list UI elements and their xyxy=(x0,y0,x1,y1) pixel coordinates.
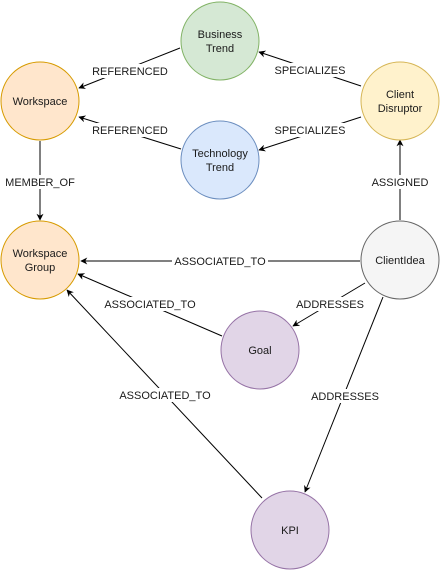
node-kpi-label: KPI xyxy=(281,525,299,537)
node-workspace[interactable]: Workspace xyxy=(0,61,80,141)
edge-label-addresses: ADDRESSES xyxy=(296,299,364,311)
node-workspace-group-label-1: Workspace xyxy=(13,248,68,260)
node-business-trend-label-2: Trend xyxy=(206,43,234,55)
node-workspace-label: Workspace xyxy=(13,96,68,108)
node-goal-shape xyxy=(220,310,300,390)
edge-label-associated-to: ASSOCIATED_TO xyxy=(104,299,196,311)
edge-idea-to-goal: ADDRESSES xyxy=(292,282,368,327)
node-client-idea-shape xyxy=(360,220,440,300)
edge-disruptor-to-business: SPECIALIZES xyxy=(258,50,362,87)
edge-disruptor-to-technology: SPECIALIZES xyxy=(258,116,362,152)
edge-idea-to-group: ASSOCIATED_TO xyxy=(80,254,360,268)
node-goal-label: Goal xyxy=(248,345,271,357)
edge-business-to-workspace: REFERENCED xyxy=(78,47,181,89)
edge-label-associated-to: ASSOCIATED_TO xyxy=(119,390,211,402)
node-client-disruptor-shape xyxy=(360,61,440,141)
node-kpi[interactable]: KPI xyxy=(250,490,330,570)
node-workspace-group[interactable]: Workspace Group xyxy=(0,220,80,300)
edge-kpi-to-group: ASSOCIATED_TO xyxy=(66,289,263,499)
node-client-disruptor[interactable]: Client Disruptor xyxy=(360,61,440,141)
node-technology-trend-label-1: Technology xyxy=(192,148,248,160)
edge-workspace-to-group: MEMBER_OF xyxy=(2,141,78,221)
edge-label-assigned: ASSIGNED xyxy=(372,177,429,189)
edge-label-specializes: SPECIALIZES xyxy=(275,125,346,137)
edge-goal-to-group: ASSOCIATED_TO xyxy=(77,273,223,337)
node-workspace-group-label-2: Group xyxy=(25,262,56,274)
edge-label-addresses: ADDRESSES xyxy=(311,391,379,403)
edge-label-associated-to: ASSOCIATED_TO xyxy=(174,256,266,268)
node-client-idea-label: ClientIdea xyxy=(375,255,425,267)
node-goal[interactable]: Goal xyxy=(220,310,300,390)
node-business-trend-shape xyxy=(180,1,260,81)
node-kpi-shape xyxy=(250,490,330,570)
node-technology-trend-shape xyxy=(180,120,260,200)
edge-label-member-of: MEMBER_OF xyxy=(5,177,75,189)
edge-label-specializes: SPECIALIZES xyxy=(275,65,346,77)
node-technology-trend[interactable]: Technology Trend xyxy=(180,120,260,200)
node-workspace-group-shape xyxy=(0,220,80,300)
node-technology-trend-label-2: Trend xyxy=(206,162,234,174)
edge-technology-to-workspace: REFERENCED xyxy=(78,115,182,150)
node-business-trend[interactable]: Business Trend xyxy=(180,1,260,81)
edge-label-referenced: REFERENCED xyxy=(92,125,168,137)
edge-idea-to-disruptor: ASSIGNED xyxy=(368,139,432,220)
edge-label-referenced: REFERENCED xyxy=(92,66,168,78)
node-client-disruptor-label-1: Client xyxy=(386,89,414,101)
node-client-disruptor-label-2: Disruptor xyxy=(378,103,423,115)
edges: REFERENCED REFERENCED SPECIALIZES SPECIA… xyxy=(2,47,432,499)
edge-idea-to-kpi: ADDRESSES xyxy=(304,296,384,493)
node-workspace-shape xyxy=(0,61,80,141)
node-client-idea[interactable]: ClientIdea xyxy=(360,220,440,300)
node-business-trend-label-1: Business xyxy=(198,29,243,41)
